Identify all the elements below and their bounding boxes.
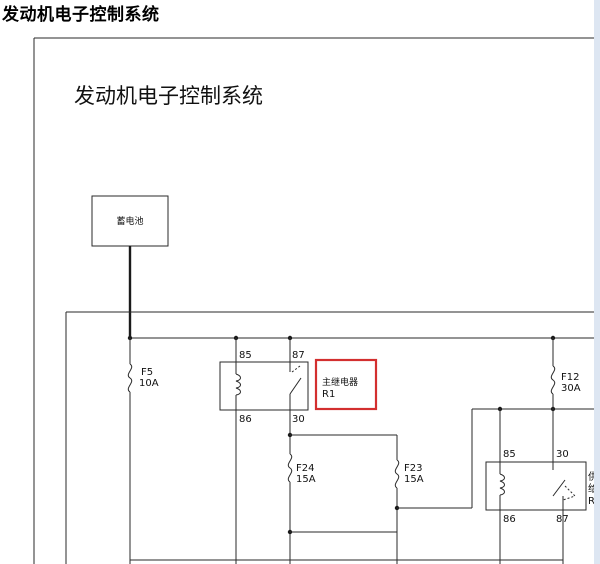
main-relay-label-highlight: 主继电器 R1 <box>314 358 378 411</box>
second-relay-label-3: R <box>588 496 595 507</box>
main-relay-code: R1 <box>322 389 335 400</box>
second-relay-pin-87: 87 <box>556 514 569 525</box>
fuse-box-outline <box>65 311 600 564</box>
relay-coil-icon <box>235 373 241 396</box>
main-relay-pin-85: 85 <box>239 350 252 361</box>
fuse-f23-id: F23 <box>404 463 422 474</box>
second-relay: 85 30 86 87 供 给 R <box>485 409 598 525</box>
fuse-f23: F23 15A <box>394 459 424 564</box>
second-relay-label-2: 给 <box>588 482 598 495</box>
fuse-f5-id: F5 <box>141 367 153 378</box>
main-relay-pin-30: 30 <box>292 414 305 425</box>
relay-switch-icon <box>289 377 302 395</box>
second-relay-pin-86: 86 <box>503 514 516 525</box>
fuse-f24-rating: 15A <box>296 474 316 485</box>
fuse-f12: F12 30A <box>550 338 581 462</box>
diagram-title: 发动机电子控制系统 <box>74 84 263 108</box>
battery: 蓄电池 <box>91 195 169 247</box>
main-relay-pin-86: 86 <box>239 414 252 425</box>
main-relay-pin-87: 87 <box>292 350 305 361</box>
fuse-f5: F5 10A <box>127 338 159 564</box>
main-relay-name: 主继电器 <box>322 376 358 388</box>
second-relay-label-1: 供 <box>588 470 598 483</box>
fuse-f24-id: F24 <box>296 463 314 474</box>
diagram-frame <box>33 37 600 564</box>
battery-label: 蓄电池 <box>116 215 143 227</box>
fuse-f12-rating: 30A <box>561 383 581 394</box>
main-relay: 85 87 86 30 <box>219 338 309 425</box>
fuse-f23-rating: 15A <box>404 474 424 485</box>
page-heading: 发动机电子控制系统 <box>2 5 160 25</box>
fuse-f24: F24 15A <box>287 453 316 564</box>
second-relay-pin-30: 30 <box>556 449 569 460</box>
fuse-f12-id: F12 <box>561 372 579 383</box>
scrollbar-edge <box>594 0 600 564</box>
second-relay-pin-85: 85 <box>503 449 516 460</box>
fuse-f5-rating: 10A <box>139 378 159 389</box>
